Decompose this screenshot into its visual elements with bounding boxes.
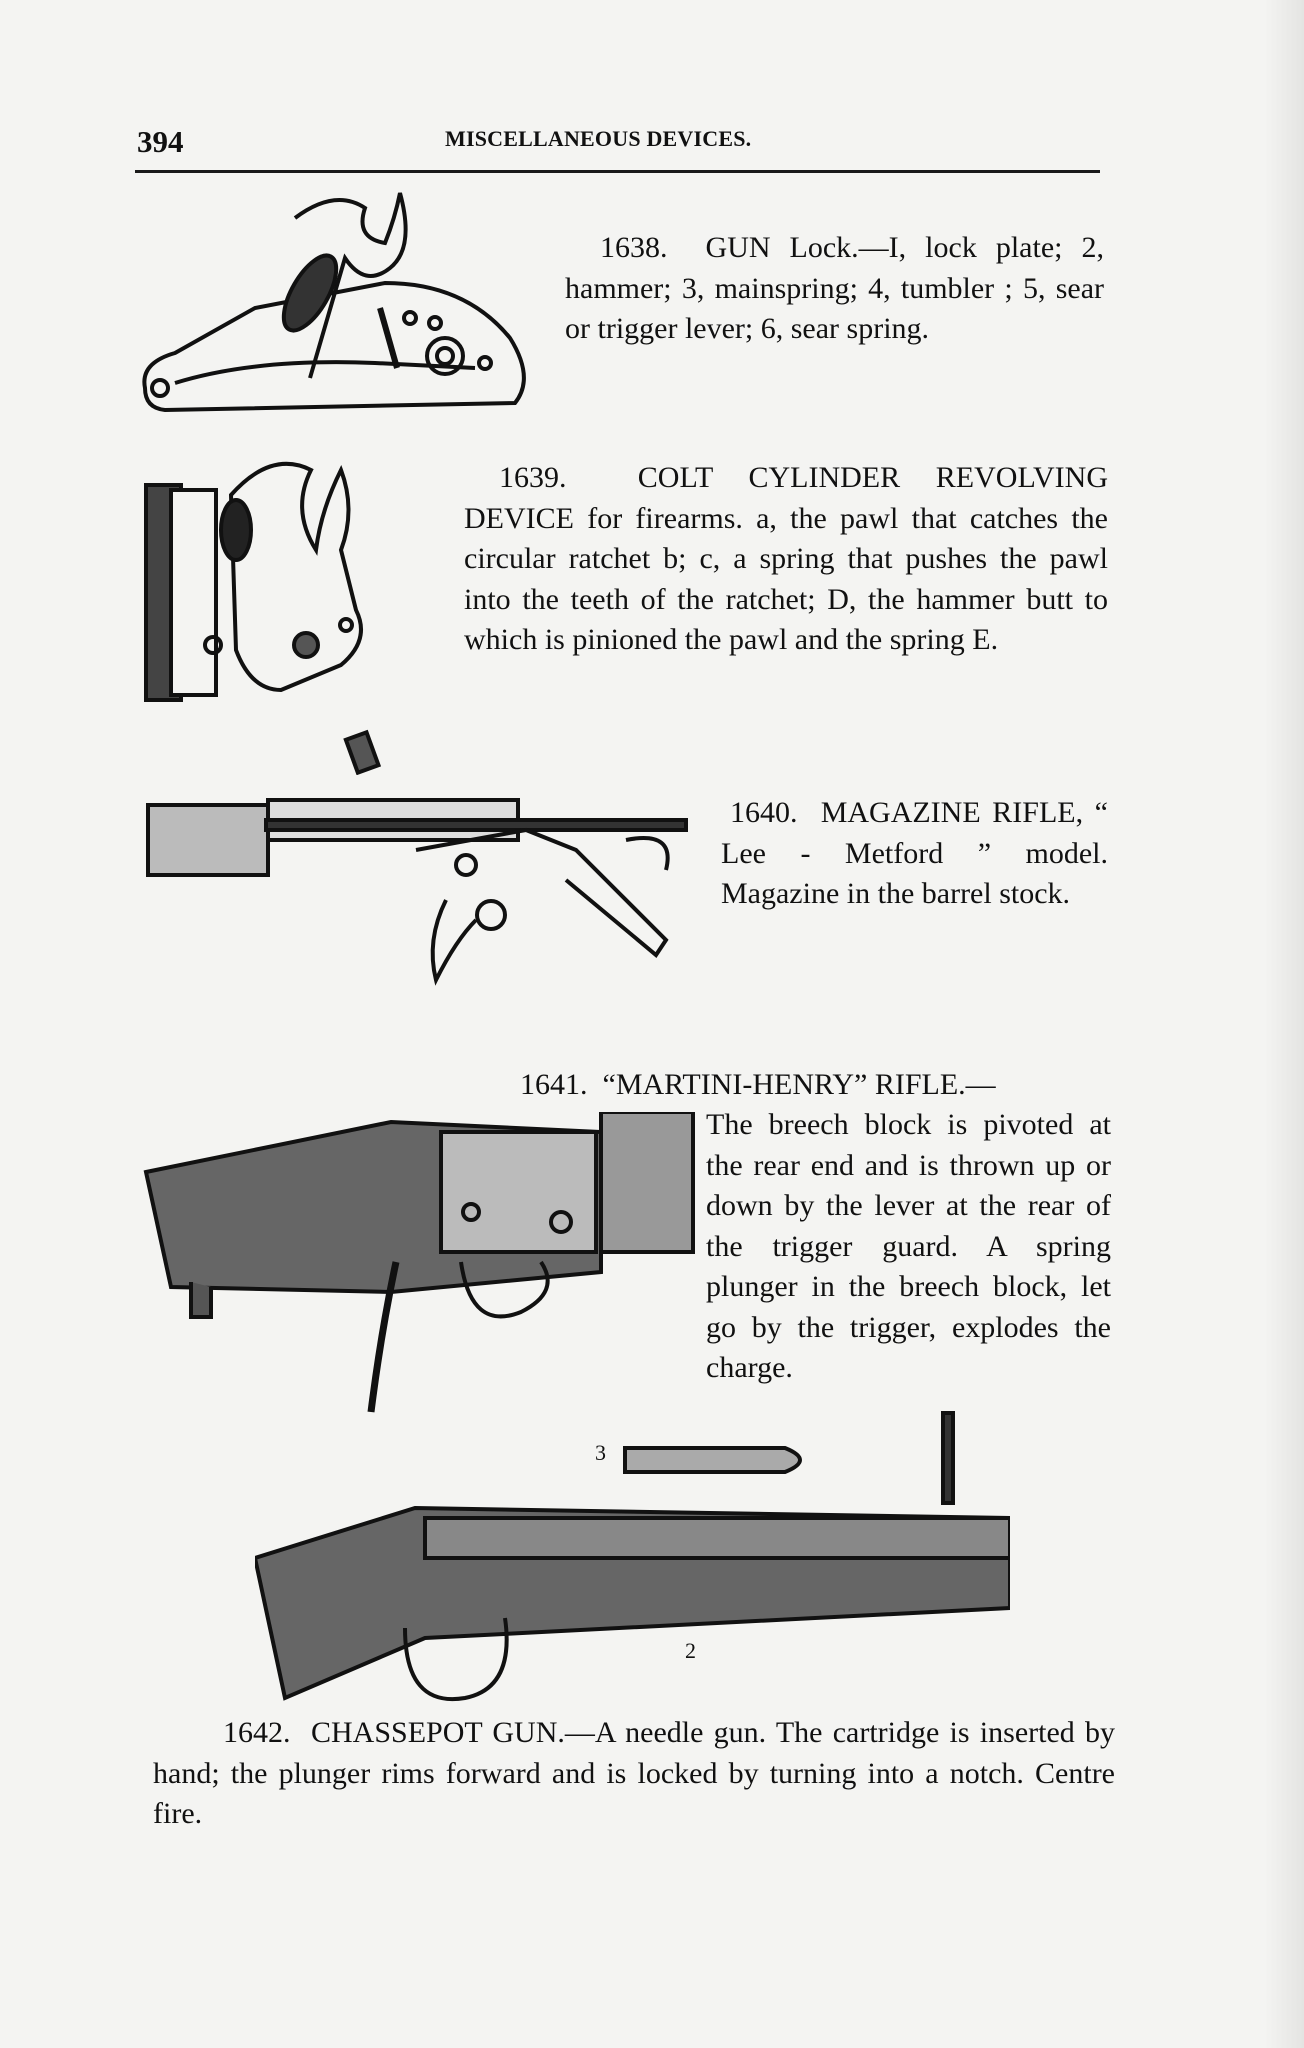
figure-lee-metford-rifle bbox=[146, 790, 691, 1005]
entry-number: 1641. bbox=[520, 1068, 588, 1101]
entry-text: MAGAZINE RIFLE, “ Lee - Metford ” model.… bbox=[721, 796, 1108, 910]
entry-1639: 1639. COLT CYLINDER REVOLVING DEVICE for… bbox=[464, 458, 1108, 661]
header-rule bbox=[135, 170, 1100, 173]
figure-label: 3 bbox=[595, 1440, 606, 1465]
entry-number: 1639. bbox=[499, 461, 567, 494]
figure-gun-lock bbox=[135, 188, 550, 413]
entry-heading: “MARTINI-HENRY” RIFLE.— bbox=[602, 1068, 996, 1101]
figure-chassepot-gun: 3 2 bbox=[252, 1408, 1012, 1713]
entry-1641-heading: 1641. “MARTINI-HENRY” RIFLE.— bbox=[520, 1065, 996, 1106]
entry-1640: 1640. MAGAZINE RIFLE, “ Lee - Metford ” … bbox=[721, 793, 1108, 915]
entry-number: 1642. bbox=[223, 1716, 291, 1749]
entry-number: 1640. bbox=[730, 796, 798, 829]
page-edge-shadow bbox=[1264, 0, 1304, 2048]
entry-1642: 1642. CHASSEPOT GUN.—A needle gun. The c… bbox=[153, 1713, 1115, 1835]
page-number: 394 bbox=[137, 124, 184, 159]
entry-text: GUN Lock.—I, lock plate; 2, hammer; 3, m… bbox=[565, 231, 1104, 345]
entry-1641: The breech block is pivoted at the rear … bbox=[706, 1105, 1111, 1389]
entry-1638: 1638. GUN Lock.—I, lock plate; 2, hammer… bbox=[565, 228, 1104, 350]
figure-martini-henry-rifle bbox=[141, 1110, 696, 1422]
figure-label: 2 bbox=[685, 1638, 696, 1663]
entry-number: 1638. bbox=[600, 231, 668, 264]
entry-text: The breech block is pivoted at the rear … bbox=[706, 1108, 1111, 1384]
figure-colt-revolving-device bbox=[141, 450, 421, 776]
entry-text: COLT CYLINDER REVOLVING DEVICE for firea… bbox=[464, 461, 1108, 656]
entry-text: CHASSEPOT GUN.—A needle gun. The cartrid… bbox=[153, 1716, 1116, 1830]
running-title: MISCELLANEOUS DEVICES. bbox=[445, 126, 752, 151]
